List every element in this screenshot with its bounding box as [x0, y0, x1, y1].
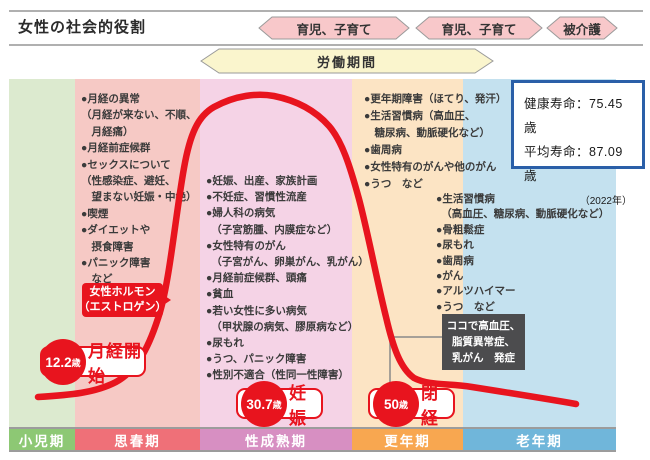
- list-item: ●うつ など: [364, 178, 423, 190]
- list-item: ●女性特有のがんや他のがん: [364, 161, 497, 173]
- list-item: ●歯周病: [364, 144, 402, 156]
- senior-symptom-list: ●生活習慣病 （高血圧、糖尿病、動脈硬化など）●骨粗鬆症●尿もれ●歯周病●がん●…: [436, 192, 609, 315]
- list-item: 乳がん 発症: [452, 352, 515, 364]
- list-item: ●骨粗鬆症: [436, 223, 485, 236]
- list-item: ●歯周病: [436, 254, 474, 267]
- average-life-expectancy: 平均寿命：87.09歳: [524, 145, 623, 183]
- list-item: （月経が来ない、不順、: [81, 109, 197, 122]
- stage-label-text: 性成熟期: [245, 433, 307, 449]
- age-unit: 歳: [71, 357, 81, 368]
- adolescence-symptom-list: ●月経の異常 （月経が来ない、不順、 月経痛） ●月経前症候群 ●セックスについて （性…: [81, 91, 197, 288]
- hormone-label-line2: （エストロゲン）: [78, 301, 167, 313]
- age-unit: 歳: [399, 399, 409, 410]
- list-item: 脂質異常症、: [452, 336, 515, 348]
- bar-top-rule: [9, 427, 616, 429]
- list-item: ●生活習慣病（高血圧、: [364, 110, 476, 122]
- life-expectancy-box: 健康寿命：75.45歳 平均寿命：87.09歳 （2022年）: [511, 80, 645, 207]
- list-item: （甲状腺の病気、膠原病など）: [206, 320, 359, 333]
- list-item: ●尿もれ: [436, 239, 474, 252]
- nursing-care-arrow-label: 被介護: [563, 22, 601, 37]
- list-item: （子宮筋腫、内膜症など）: [206, 223, 338, 236]
- menopause-symptom-list: ●更年期障害（ほてり、発汗） ●生活習慣病（高血圧、 糖尿病、動脈硬化など） ●歯周…: [364, 91, 506, 193]
- childcare-arrow-2: 育児、子育て: [415, 16, 543, 40]
- page-title: 女性の社会的役割: [18, 19, 147, 36]
- list-item: ●婦人科の病気: [206, 207, 276, 220]
- list-item: （性感染症、避妊、: [81, 175, 176, 188]
- double-arrow-shape: [200, 48, 494, 74]
- childcare-arrow-1: 育児、子育て: [258, 16, 410, 40]
- list-item: 摂食障害: [81, 240, 134, 253]
- hormone-label-box: 女性ホルモン （エストロゲン）: [79, 283, 167, 317]
- list-item: ●パニック障害: [81, 257, 151, 270]
- list-item: ●不妊症、習慣性流産: [206, 191, 307, 204]
- stage-label-text: 思春期: [114, 433, 161, 449]
- list-item: ●うつ、パニック障害: [206, 353, 307, 366]
- onset-callout-box: ココで高血圧、脂質異常症、乳がん 発症: [442, 314, 525, 370]
- top-rule: [9, 10, 643, 12]
- list-item: ●セックスについて: [81, 158, 171, 171]
- header-bottom-rule: [9, 44, 643, 46]
- bar-bottom-rule: [9, 450, 616, 452]
- age-value: 50: [383, 396, 399, 412]
- event-label: 妊娠: [289, 383, 307, 428]
- list-item: ●尿もれ: [206, 337, 244, 350]
- list-item: ●アルツハイマー: [436, 285, 516, 298]
- double-arrow-shape: [258, 16, 410, 40]
- double-arrow-shape: [415, 16, 543, 40]
- stage-label-maturity: 性成熟期: [200, 429, 352, 450]
- event-label: 月経開始: [88, 341, 142, 386]
- list-item: ●月経前症候群: [81, 142, 151, 155]
- stage-label-senior: 老年期: [463, 429, 616, 450]
- maturity-symptom-list: ●妊娠、出産、家族計画 ●不妊症、習慣性流産 ●婦人科の病気 （子宮筋腫、内膜症など…: [206, 173, 369, 384]
- list-item: ●ダイエットや: [81, 224, 151, 237]
- list-item: ●女性特有のがん: [206, 239, 286, 252]
- age-value: 30.7: [246, 396, 273, 412]
- stage-label-text: 小児期: [18, 433, 66, 449]
- list-item: ●妊娠、出産、家族計画: [206, 175, 318, 187]
- double-arrow-shape: [546, 16, 618, 40]
- list-item: （子宮がん、卵巣がん、乳がん）: [206, 256, 369, 269]
- nursing-care-arrow: 被介護: [546, 16, 618, 40]
- data-year-note: （2022年）: [579, 196, 632, 207]
- list-item: ●月経前症候群、頭痛: [206, 272, 307, 285]
- healthy-life-expectancy: 健康寿命：75.45歳: [524, 97, 623, 135]
- list-item: ●うつ など: [436, 300, 495, 313]
- age-unit: 歳: [272, 399, 282, 410]
- childcare-arrow-label: 育児、子育て: [296, 22, 372, 37]
- childcare-arrow-label: 育児、子育て: [441, 22, 517, 37]
- list-item: ●更年期障害（ほてり、発汗）: [364, 93, 507, 105]
- event-label: 閉経: [421, 383, 439, 428]
- stage-label-text: 老年期: [516, 433, 563, 449]
- stage-label-childhood: 小児期: [9, 429, 75, 450]
- stage-label-text: 更年期: [384, 433, 431, 449]
- list-item: ●喫煙: [81, 207, 109, 220]
- list-item: 糖尿病、動脈硬化など）: [364, 127, 490, 139]
- hormone-label-line1: 女性ホルモン: [89, 286, 156, 298]
- list-item: ●若い女性に多い病気: [206, 304, 307, 317]
- list-item: 月経痛）: [81, 125, 134, 138]
- stage-label-adolescence: 思春期: [75, 429, 200, 450]
- list-item: ●貧血: [206, 288, 234, 301]
- list-item: ●がん: [436, 270, 464, 283]
- stage-label-menopause: 更年期: [352, 429, 463, 450]
- hormone-pointer-arrow-icon: [162, 294, 171, 306]
- list-item: ●月経の異常: [81, 93, 140, 105]
- age-value: 12.2: [45, 354, 72, 370]
- labor-period-label: 労働期間: [316, 54, 377, 70]
- list-item: ココで高血圧、: [446, 320, 521, 332]
- list-item: 望まない妊娠・中絶）: [81, 191, 197, 204]
- list-item: （高血圧、糖尿病、動脈硬化など）: [436, 208, 610, 221]
- labor-period-arrow: 労働期間: [200, 48, 494, 74]
